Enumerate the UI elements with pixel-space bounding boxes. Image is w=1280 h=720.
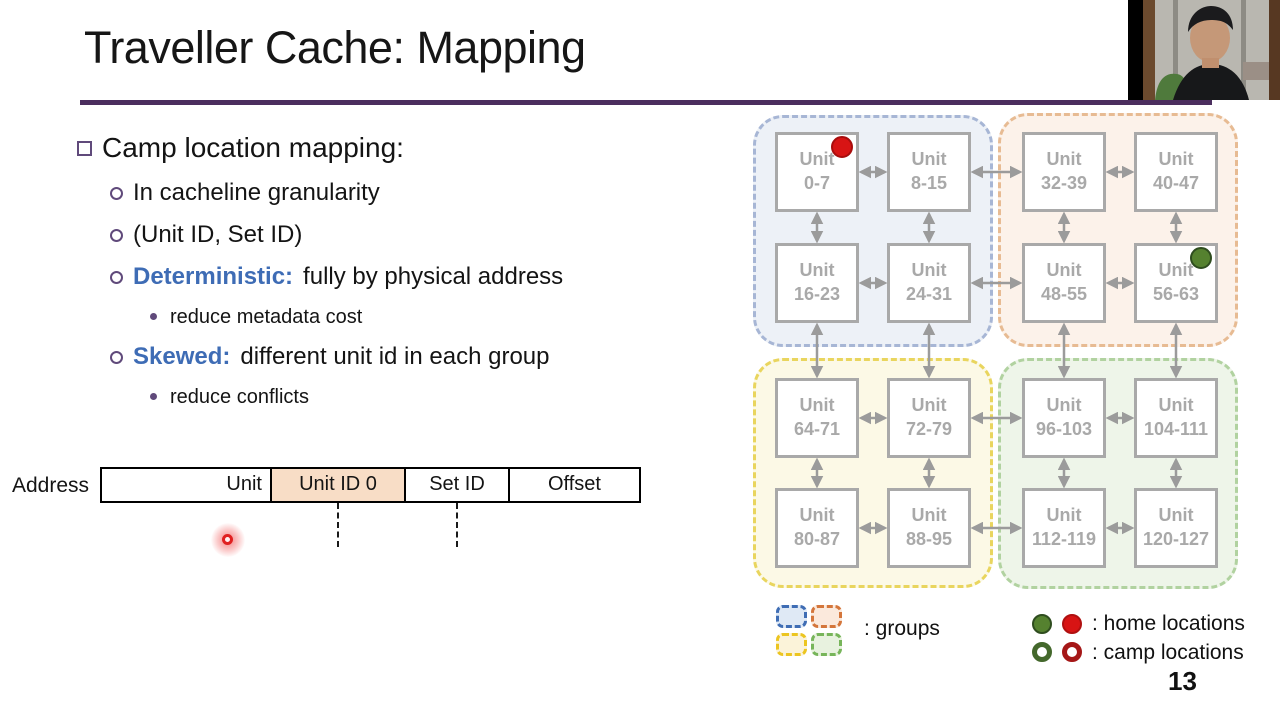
- deterministic-rest: fully by physical address: [303, 263, 564, 290]
- circle-bullet-icon: [110, 187, 123, 200]
- laser-pointer-dot: [222, 534, 233, 545]
- bullet-item: In cacheline granularity: [110, 176, 700, 210]
- address-field-set-id: Set ID: [406, 469, 510, 501]
- webcam-overlay: [1128, 0, 1280, 100]
- unit-range: 112-119: [1031, 529, 1097, 549]
- unit-range: 40-47: [1152, 173, 1200, 193]
- unit-box-32-39: Unit 32-39: [1022, 132, 1106, 212]
- unit-word: Unit: [1046, 505, 1082, 526]
- bullet-subitem-text: reduce conflicts: [170, 386, 309, 408]
- unit-box-80-87: Unit 80-87: [775, 488, 859, 568]
- unit-word: Unit: [1046, 395, 1082, 416]
- unit-word: Unit: [911, 149, 947, 170]
- unit-word: Unit: [1046, 149, 1082, 170]
- bullet-heading-row: Camp location mapping:: [77, 130, 700, 166]
- address-field-offset: Offset: [548, 473, 601, 495]
- circle-bullet-icon: [110, 229, 123, 242]
- square-bullet-icon: [77, 141, 92, 156]
- unit-range: 32-39: [1040, 173, 1088, 193]
- group-swatch-4: [811, 633, 842, 656]
- unit-box-112-119: Unit 112-119: [1022, 488, 1106, 568]
- unit-word: Unit: [1158, 395, 1194, 416]
- bullet-subitem-text: reduce metadata cost: [170, 306, 363, 328]
- skewed-rest: different unit id in each group: [240, 343, 550, 370]
- camp-red-ring: [1062, 642, 1082, 662]
- group-swatch-1: [776, 605, 807, 628]
- unit-box-120-127: Unit 120-127: [1134, 488, 1218, 568]
- address-field-unit-id-0: Unit ID 0: [272, 469, 406, 501]
- unit-word: Unit: [1158, 260, 1194, 281]
- unit-box-88-95: Unit 88-95: [887, 488, 971, 568]
- dot-bullet-icon: [150, 313, 157, 320]
- bullet-list: Camp location mapping: In cacheline gran…: [0, 130, 700, 420]
- unit-word: Unit: [799, 395, 835, 416]
- unit-range: 16-23: [793, 284, 841, 304]
- unit-range: 8-15: [910, 173, 948, 193]
- unit-word: Unit: [799, 260, 835, 281]
- unit-box-40-47: Unit 40-47: [1134, 132, 1218, 212]
- unit-range: 0-7: [803, 173, 830, 193]
- unit-range: 104-111: [1143, 419, 1209, 439]
- bullet-subitem: reduce conflicts: [150, 382, 700, 412]
- camp-legend-label: : camp locations: [1092, 641, 1244, 664]
- unit-word: Unit: [799, 149, 835, 170]
- groups-legend-label: : groups: [864, 617, 940, 640]
- bullet-item-text: In cacheline granularity: [133, 179, 380, 206]
- home-green-home-marker: [1190, 247, 1212, 269]
- unit-box-64-71: Unit 64-71: [775, 378, 859, 458]
- unit-box-48-55: Unit 48-55: [1022, 243, 1106, 323]
- bullet-item-text: (Unit ID, Set ID): [133, 221, 303, 248]
- unit-range: 72-79: [905, 419, 953, 439]
- unit-box-16-23: Unit 16-23: [775, 243, 859, 323]
- unit-box-96-103: Unit 96-103: [1022, 378, 1106, 458]
- unit-range: 120-127: [1142, 529, 1210, 549]
- title-underline: [80, 100, 1212, 105]
- camp-green-ring: [1032, 642, 1052, 662]
- unit-box-8-15: Unit 8-15: [887, 132, 971, 212]
- unit-box-104-111: Unit 104-111: [1134, 378, 1218, 458]
- unit-range: 80-87: [793, 529, 841, 549]
- circle-bullet-icon: [110, 271, 123, 284]
- home-red-circle: [1062, 614, 1082, 634]
- deterministic-lead: Deterministic:: [133, 263, 294, 290]
- home-green-circle: [1032, 614, 1052, 634]
- group-swatch-3: [776, 633, 807, 656]
- unit-box-24-31: Unit 24-31: [887, 243, 971, 323]
- bullet-item-text: Deterministic: fully by physical address: [133, 260, 563, 294]
- unit-range: 64-71: [793, 419, 841, 439]
- unit-range: 88-95: [905, 529, 953, 549]
- unit-word: Unit: [1046, 260, 1082, 281]
- unit-word: Unit: [911, 260, 947, 281]
- unit-word: Unit: [911, 395, 947, 416]
- home-red-home-marker: [831, 136, 853, 158]
- set-id-dropline: [456, 503, 458, 547]
- page-number: 13: [1168, 666, 1197, 696]
- address-label: Address: [12, 474, 90, 497]
- unit-range: 48-55: [1040, 284, 1088, 304]
- bullet-subitem: reduce metadata cost: [150, 302, 700, 332]
- presenter-video: [1143, 0, 1280, 100]
- unit-range: 56-63: [1152, 284, 1200, 304]
- unit-word: Unit: [1158, 505, 1194, 526]
- skewed-lead: Skewed:: [133, 343, 231, 370]
- unit-word: Unit: [799, 505, 835, 526]
- slide-title: Traveller Cache: Mapping: [84, 22, 586, 73]
- home-legend-label: : home locations: [1092, 612, 1245, 635]
- dot-bullet-icon: [150, 393, 157, 400]
- bullet-item-text: Skewed: different unit id in each group: [133, 340, 549, 374]
- unit-box-72-79: Unit 72-79: [887, 378, 971, 458]
- bullet-heading: Camp location mapping:: [102, 132, 404, 163]
- bullet-item: Skewed: different unit id in each group: [110, 340, 700, 374]
- unit-range: 96-103: [1035, 419, 1093, 439]
- group-swatch-2: [811, 605, 842, 628]
- unit-word: Unit: [1158, 149, 1194, 170]
- unit-range: 24-31: [905, 284, 953, 304]
- unit-word: Unit: [911, 505, 947, 526]
- address-field-unit: Unit: [102, 469, 272, 501]
- circle-bullet-icon: [110, 351, 123, 364]
- unit-id-dropline: [337, 503, 339, 547]
- bullet-item: (Unit ID, Set ID): [110, 218, 700, 252]
- bullet-item: Deterministic: fully by physical address: [110, 260, 700, 294]
